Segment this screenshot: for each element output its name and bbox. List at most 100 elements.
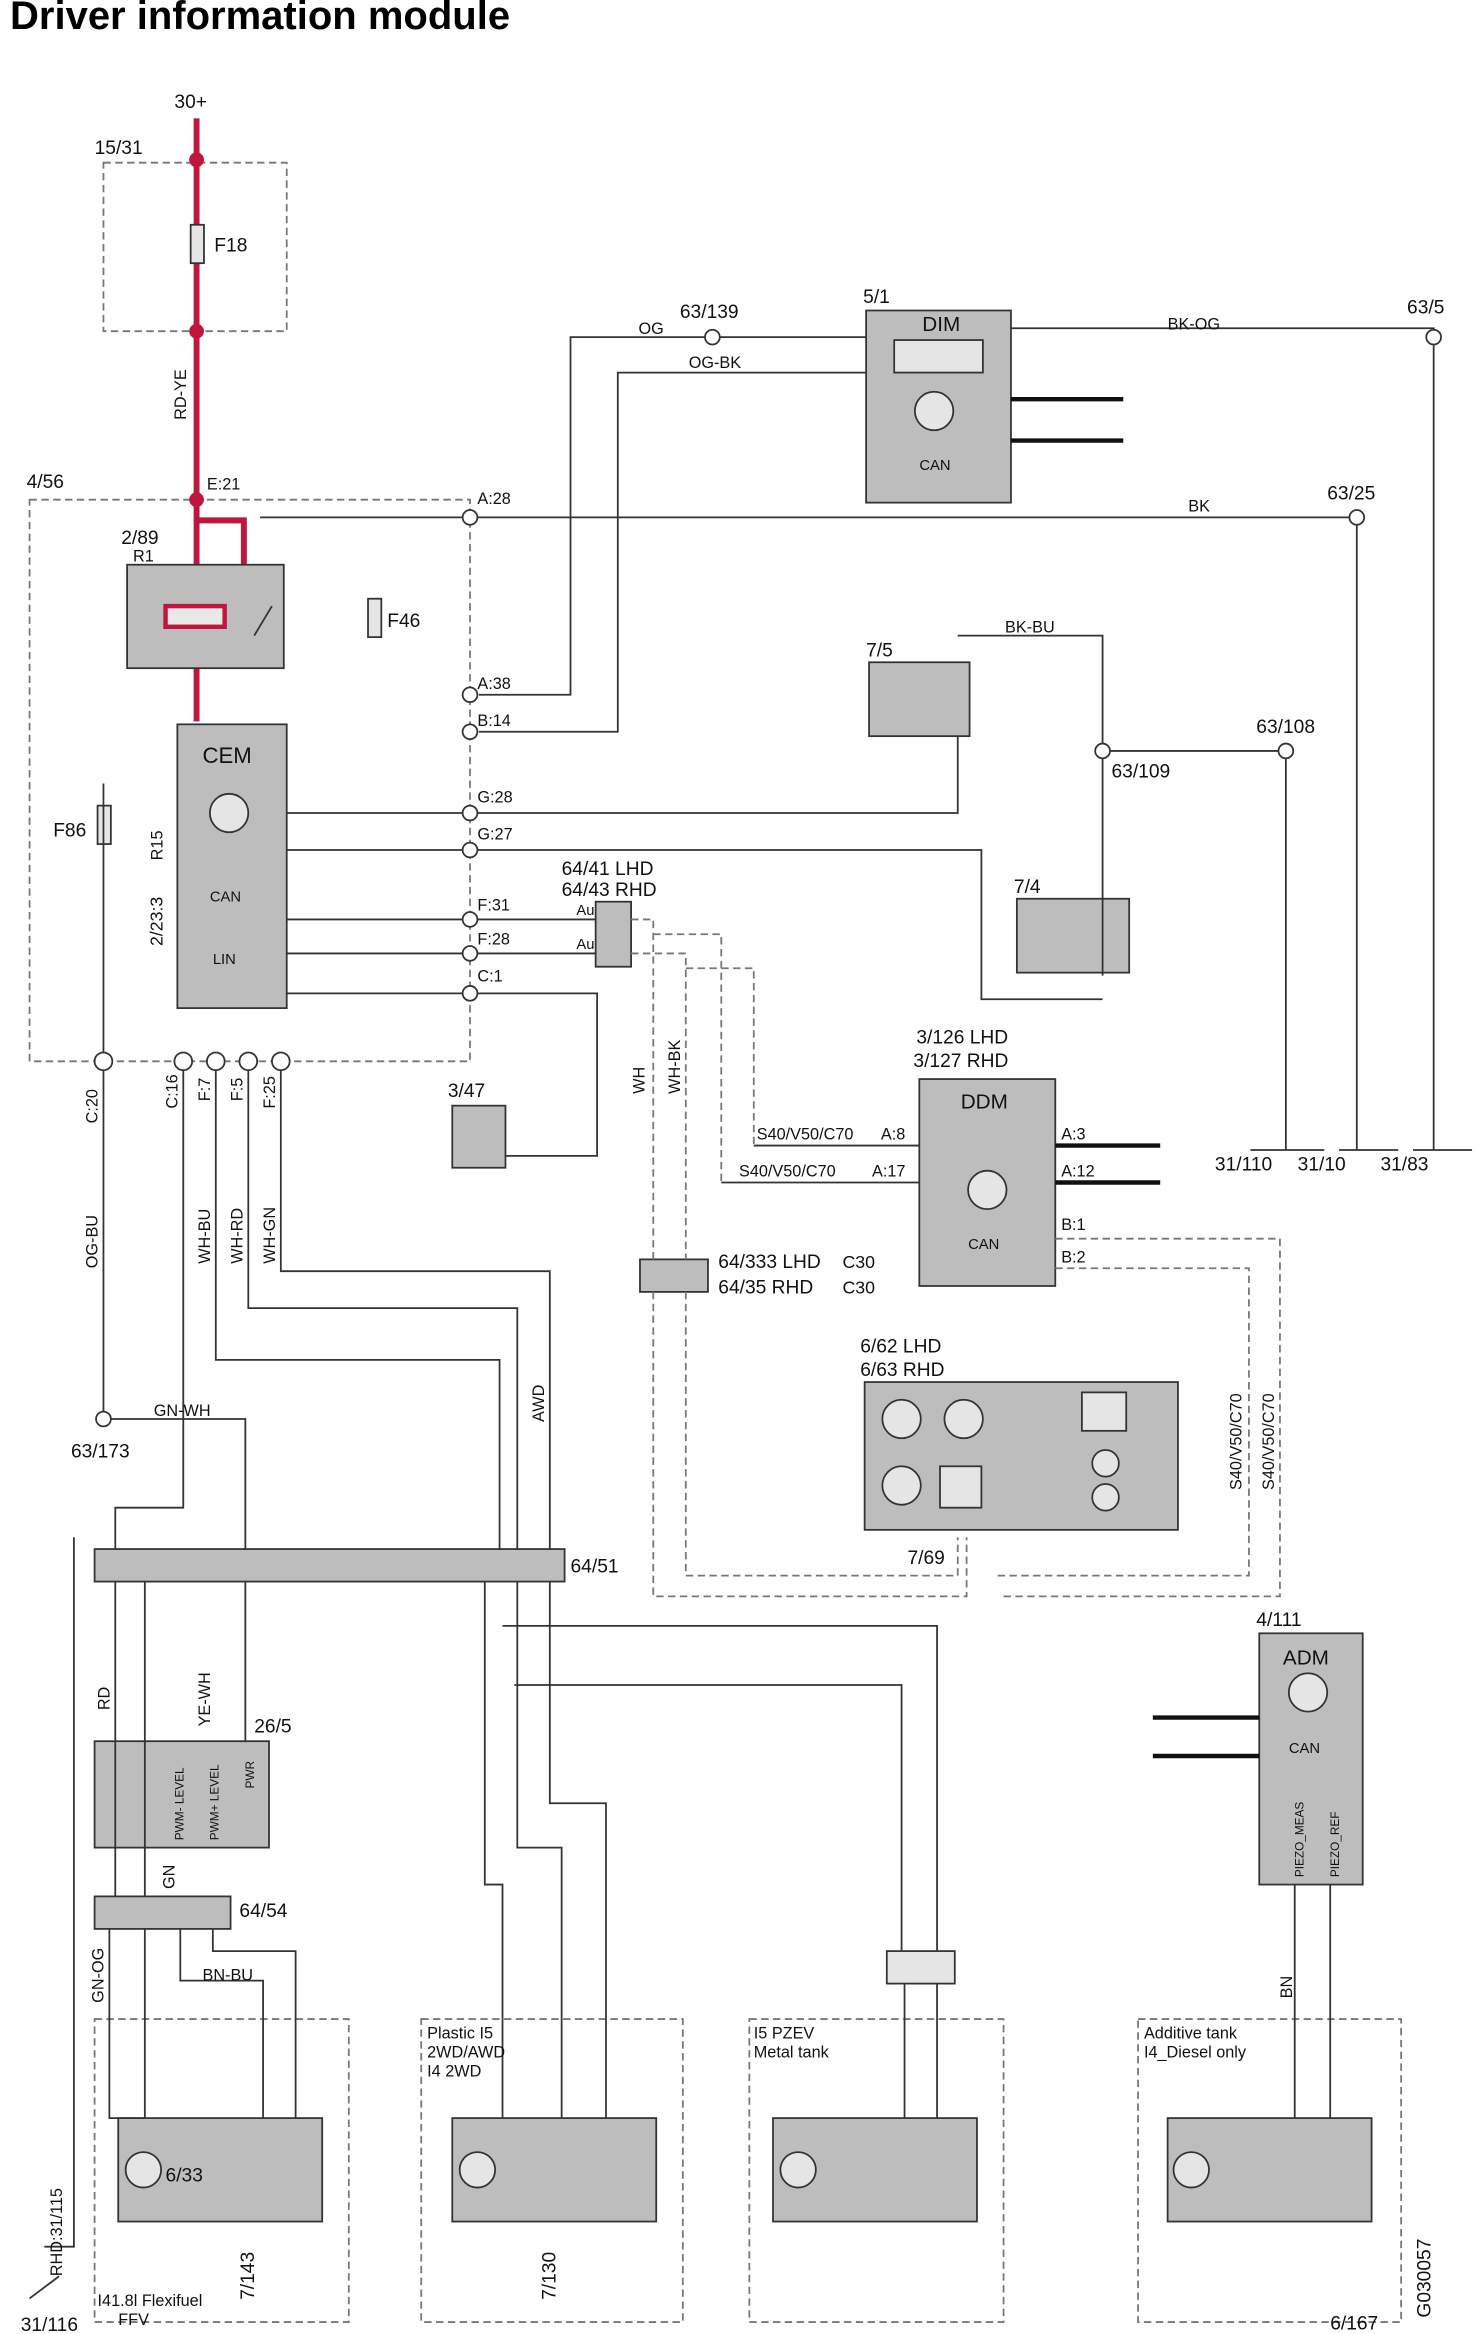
pin-label: C:20	[84, 1089, 102, 1123]
label: 31/10	[1298, 1155, 1346, 1176]
adm-piezo-meas: PIEZO_MEAS	[1293, 1802, 1307, 1878]
pin-label: A:28	[477, 490, 510, 508]
label: RHD:31/115	[48, 2188, 66, 2276]
mirror-id-rhd: 6/63 RHD	[860, 1360, 944, 1381]
switch-7-4	[1015, 897, 1131, 974]
pin-label: A:38	[477, 675, 510, 693]
pzev-variant-boundary	[748, 2018, 1005, 2323]
pin-label: F:5	[228, 1078, 246, 1101]
wire-c30-dashed	[652, 1291, 968, 1598]
page-title: Driver information module	[10, 0, 511, 38]
label: 7/143	[238, 2252, 259, 2300]
variant-label: I4 2WD	[427, 2063, 481, 2081]
switch-3-47	[451, 1104, 507, 1169]
cem-label: CEM	[202, 743, 251, 768]
wire-gn-wh-63-173	[103, 1418, 247, 1550]
connector-64-54	[93, 1895, 232, 1930]
variant-label: S40/V50/C70	[757, 1126, 854, 1144]
wire-wh-gn-pump	[483, 1581, 504, 2119]
cem-pin-f5	[238, 1051, 259, 1072]
dim-id: 5/1	[863, 287, 890, 308]
label: 31/110	[1215, 1155, 1272, 1176]
adm-id: 4/111	[1256, 1610, 1301, 1631]
wire-color-label: BN	[1278, 1976, 1296, 1999]
mirror-motor-mf	[943, 1398, 984, 1440]
label: 31/83	[1380, 1155, 1428, 1176]
wire-color-label: RD-YE	[172, 369, 190, 420]
pin-label: A:3	[1061, 1126, 1085, 1144]
wire-wh-bk-dashed	[631, 952, 687, 1260]
fuel-sender-26-5	[93, 1740, 270, 1849]
label: 31/116	[21, 2315, 78, 2334]
pin-label: A:12	[1061, 1163, 1094, 1181]
mirror-id-lhd: 6/62 LHD	[860, 1336, 941, 1357]
fuse-f46	[367, 597, 383, 639]
variant-label: S40/V50/C70	[739, 1163, 836, 1181]
pin-label: B:2	[1061, 1248, 1085, 1266]
mirror-lamp	[1091, 1449, 1120, 1478]
variant-label: S40/V50/C70	[1228, 1393, 1246, 1490]
wire-wh-b2-dashed	[993, 1267, 1250, 1577]
label: F86	[53, 821, 86, 842]
adm-transistor-icon	[1287, 1672, 1329, 1713]
cem-pin-a28	[461, 509, 479, 526]
label: 6/33	[166, 2166, 203, 2187]
wire-color-label: RD	[95, 1687, 113, 1710]
wire-color-label: OG	[638, 320, 663, 338]
wire-bk-og-dim	[1010, 327, 1435, 1151]
junction-dot	[189, 492, 204, 508]
dim-gauge-icon	[893, 339, 984, 374]
label: R15	[149, 831, 167, 861]
wire-color-label: BK-OG	[1168, 316, 1220, 334]
dim-label: DIM	[922, 313, 960, 336]
label: 63/109	[1111, 762, 1170, 783]
cem-module	[176, 723, 288, 1010]
label: 2/23:3	[147, 897, 167, 946]
fuel-sender-pwm-plus: PWM+ LEVEL	[208, 1764, 222, 1840]
relay-coil	[163, 603, 227, 630]
dim-transistor-icon	[913, 390, 955, 432]
wire-color-label: BK	[1188, 498, 1210, 516]
connector-2-3	[885, 1950, 956, 1985]
label: 64/43 RHD	[562, 880, 657, 901]
wire-c1	[286, 992, 598, 1157]
wire-color-label: AWD	[530, 1385, 548, 1422]
wire-color-label: GN-WH	[154, 1402, 211, 1420]
connector-64-51	[93, 1548, 566, 1583]
pin-label: A:8	[881, 1126, 905, 1144]
connector-64-41	[594, 900, 632, 968]
switch-7-5	[868, 661, 971, 738]
fuse-f18	[189, 223, 205, 265]
splice-63-173	[95, 1410, 112, 1428]
pin-label: C:16	[163, 1074, 181, 1108]
cem-pin-g28	[461, 804, 479, 822]
wire-bk-a28	[260, 516, 1358, 1151]
splice-63-109	[1094, 742, 1111, 760]
variant-label: Metal tank	[754, 2043, 830, 2061]
pin-label: F:28	[477, 931, 510, 949]
cem-pin-g27	[461, 841, 479, 859]
label: 63/173	[71, 1441, 130, 1462]
wire-wh-bu-pzev	[514, 1684, 903, 1952]
pin-label: B:1	[1061, 1216, 1085, 1234]
cem-pin-f28	[461, 945, 479, 962]
wire-bk-63-108	[1102, 750, 1287, 1151]
variant-label: I5 PZEV	[754, 2024, 815, 2042]
adm-module	[1258, 1632, 1364, 1886]
variant-label: I4_Diesel only	[1144, 2043, 1247, 2061]
wire-color-label: WH-BK	[666, 1040, 684, 1094]
label: C30	[842, 1252, 875, 1272]
wire-gn-wh	[114, 1061, 185, 1550]
splice-63-25	[1348, 509, 1366, 526]
wire-color-label: YE-WH	[196, 1672, 214, 1726]
mirror-motor-my	[881, 1398, 922, 1440]
pin-label: A:17	[872, 1163, 905, 1181]
splice-63-5	[1425, 328, 1442, 346]
adm-piezo-ref: PIEZO_REF	[1328, 1812, 1342, 1878]
label: 63/5	[1407, 297, 1444, 318]
label: 4/56	[27, 472, 64, 493]
wire-color-label: WH-GN	[261, 1207, 279, 1264]
cem-can: CAN	[210, 890, 241, 906]
wire-wh-gn	[279, 1061, 551, 1550]
wire-color-label: OG-BK	[689, 354, 742, 372]
